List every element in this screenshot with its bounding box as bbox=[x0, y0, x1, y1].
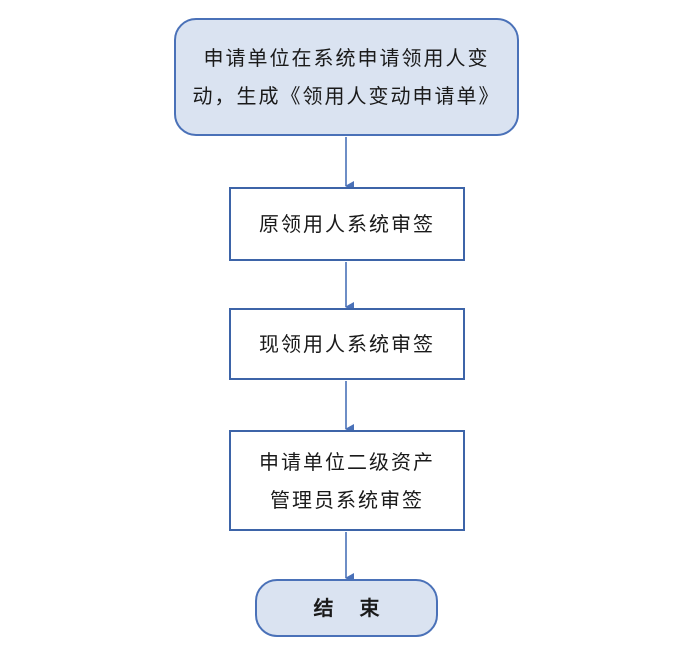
step-apply-node: 申请单位在系统申请领用人变 动，生成《领用人变动申请单》 bbox=[174, 18, 519, 136]
step-new-user-sign-node: 现领用人系统审签 bbox=[229, 308, 465, 380]
step-asset-admin-sign-line-2: 管理员系统审签 bbox=[270, 487, 424, 512]
step-end-label: 结束 bbox=[314, 589, 380, 627]
step-end-char-2: 束 bbox=[359, 596, 380, 620]
step-asset-admin-sign-node: 申请单位二级资产 管理员系统审签 bbox=[229, 430, 465, 531]
step-original-user-sign-label: 原领用人系统审签 bbox=[259, 212, 435, 236]
step-asset-admin-sign-line-1: 申请单位二级资产 bbox=[259, 449, 435, 474]
step-apply-line-1: 申请单位在系统申请领用人变 bbox=[203, 46, 490, 70]
step-original-user-sign-node: 原领用人系统审签 bbox=[229, 187, 465, 261]
step-end-node: 结束 bbox=[255, 579, 438, 637]
step-end-char-1: 结 bbox=[313, 596, 334, 620]
step-apply-line-2: 动，生成《领用人变动申请单》 bbox=[192, 84, 501, 108]
step-new-user-sign-label: 现领用人系统审签 bbox=[259, 332, 435, 356]
